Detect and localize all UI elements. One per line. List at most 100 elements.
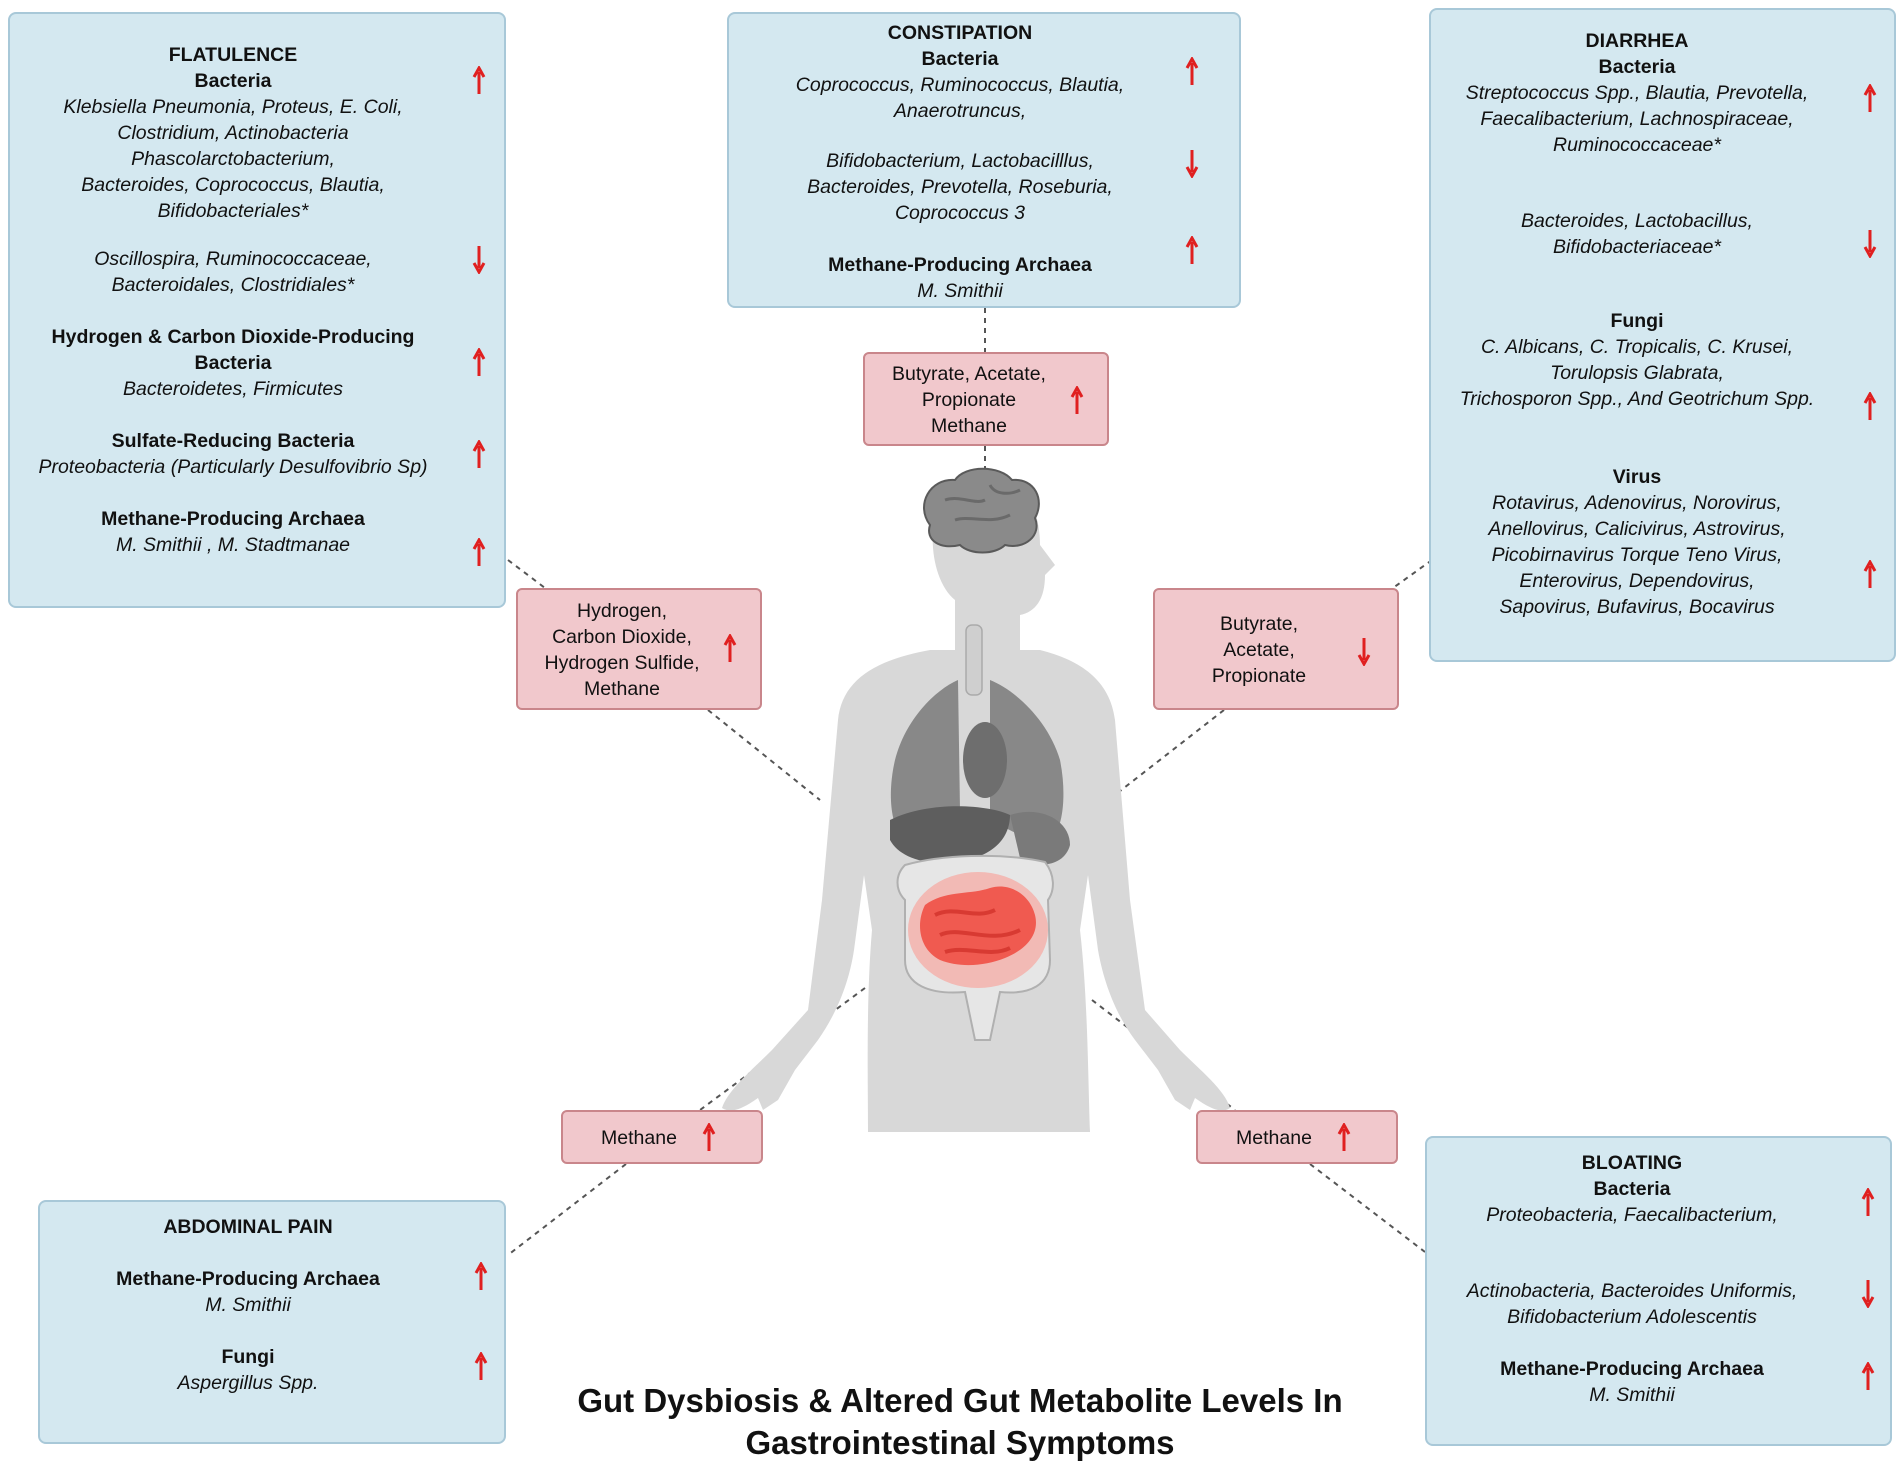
taxa-line: Rotavirus, Adenovirus, Norovirus, — [1492, 492, 1782, 514]
metabolite-line: Methane — [601, 1127, 677, 1149]
metabolite-line: Methane — [1236, 1127, 1312, 1149]
increase-arrow-icon — [1070, 386, 1084, 414]
abdominal-fungi-section: Fungi Aspergillus Spp. — [40, 1344, 456, 1396]
bloating-metabolites-box: Methane — [1196, 1110, 1398, 1164]
abdominal-methane-section: Methane-Producing Archaea M. Smithii — [40, 1266, 456, 1318]
increase-arrow-icon — [723, 634, 737, 662]
flatulence-metabolites-box: Hydrogen, Carbon Dioxide, Hydrogen Sulfi… — [516, 588, 762, 710]
section-title: Methane-Producing Archaea — [828, 254, 1092, 276]
section-title: Fungi — [1610, 310, 1664, 332]
taxa-line: M. Smithii — [917, 280, 1003, 302]
bloating-heading: BLOATING — [1581, 1152, 1683, 1174]
increase-arrow-icon — [472, 440, 486, 468]
decrease-arrow-icon — [1185, 150, 1199, 178]
taxa-line: Picobirnavirus Torque Teno Virus, — [1491, 544, 1783, 566]
taxa-line: Torulopsis Glabrata, — [1550, 362, 1724, 384]
metabolite-line: Methane — [584, 678, 660, 700]
taxa-line: Anellovirus, Calicivirus, Astrovirus, — [1488, 518, 1786, 540]
metabolite-line: Butyrate, — [1219, 613, 1299, 635]
taxa-line: Faecalibacterium, Lachnospiraceae, — [1480, 108, 1794, 130]
increase-arrow-icon — [472, 348, 486, 376]
liver-icon — [890, 806, 1010, 863]
section-title: Methane-Producing Archaea — [1500, 1358, 1764, 1380]
figure-title: Gut Dysbiosis & Altered Gut Metabolite L… — [480, 1380, 1440, 1464]
metabolite-text: Butyrate, Acetate, Propionate — [1161, 611, 1357, 689]
flatulence-sulfate-section: Sulfate-Reducing Bacteria Proteobacteria… — [10, 428, 456, 480]
increase-arrow-icon — [1337, 1123, 1351, 1151]
brain-icon — [923, 467, 1040, 554]
trachea-icon — [965, 624, 983, 696]
section-title: Bacteria — [194, 70, 272, 92]
title-line-2: Gastrointestinal Symptoms — [745, 1424, 1175, 1461]
bloating-bacteria-section: BLOATING Bacteria Proteobacteria, Faecal… — [1427, 1150, 1837, 1228]
decrease-arrow-icon — [1861, 1280, 1875, 1308]
increase-arrow-icon — [1861, 1362, 1875, 1390]
constipation-heading: CONSTIPATION — [887, 22, 1033, 44]
increase-arrow-icon — [472, 538, 486, 566]
taxa-line: Actinobacteria, Bacteroides Uniformis, — [1466, 1280, 1798, 1302]
increase-arrow-icon — [1863, 84, 1877, 112]
lungs-icon — [890, 680, 1064, 838]
diarrhea-heading: DIARRHEA — [1585, 30, 1689, 52]
taxa-line: Proteobacteria (Particularly Desulfovibr… — [38, 456, 428, 478]
bloating-decreased-section: Actinobacteria, Bacteroides Uniformis, B… — [1427, 1278, 1837, 1330]
diarrhea-panel: DIARRHEA Bacteria Streptococcus Spp., Bl… — [1429, 8, 1896, 662]
connector-bloating-bottom — [1309, 1163, 1426, 1253]
taxa-line: Clostridium, Actinobacteria — [117, 122, 349, 144]
increase-arrow-icon — [472, 66, 486, 94]
diarrhea-fungi-section: Fungi C. Albicans, C. Tropicalis, C. Kru… — [1431, 308, 1843, 412]
taxa-line: Bacteroidales, Clostridiales* — [111, 274, 355, 296]
decrease-arrow-icon — [1357, 638, 1371, 666]
connector-diarrhea-top — [1392, 559, 1433, 589]
metabolite-line: Hydrogen, — [577, 600, 667, 622]
connector-flatulence-top — [507, 559, 546, 589]
section-title: Sulfate-Reducing Bacteria — [111, 430, 355, 452]
metabolite-line: Hydrogen Sulfide, — [544, 652, 700, 674]
constipation-metabolites-box: Butyrate, Acetate, Propionate Methane — [863, 352, 1109, 446]
taxa-line: M. Smithii — [1589, 1384, 1675, 1406]
flatulence-bacteria-section: FLATULENCE Bacteria Klebsiella Pneumonia… — [10, 42, 456, 224]
section-title: Bacteria — [1593, 1178, 1671, 1200]
section-title: Fungi — [221, 1346, 275, 1368]
taxa-line: Anaerotruncus, — [893, 100, 1027, 122]
bloating-methane-section: Methane-Producing Archaea M. Smithii — [1427, 1356, 1837, 1408]
increase-arrow-icon — [1185, 236, 1199, 264]
small-intestine-icon — [908, 872, 1048, 988]
constipation-panel: CONSTIPATION Bacteria Coprococcus, Rumin… — [727, 12, 1241, 308]
metabolite-text: Butyrate, Acetate, Propionate Methane — [871, 361, 1067, 439]
taxa-line: Sapovirus, Bufavirus, Bocavirus — [1499, 596, 1775, 618]
metabolite-line: Carbon Dioxide, — [552, 626, 692, 648]
taxa-line: M. Smithii — [205, 1294, 291, 1316]
taxa-line: Oscillospira, Ruminococcaceae, — [94, 248, 372, 270]
taxa-line: Bifidobacterium, Lactobacilllus, — [826, 150, 1094, 172]
abdominal-pain-panel: ABDOMINAL PAIN Methane-Producing Archaea… — [38, 1200, 506, 1444]
title-line-1: Gut Dysbiosis & Altered Gut Metabolite L… — [577, 1382, 1343, 1419]
taxa-line: Phascolarctobacterium, — [131, 148, 335, 170]
taxa-line: Klebsiella Pneumonia, Proteus, E. Coli, — [63, 96, 403, 118]
taxa-line: Coprococcus 3 — [894, 202, 1026, 224]
taxa-line: C. Albicans, C. Tropicalis, C. Krusei, — [1480, 336, 1794, 358]
taxa-line: Bacteroides, Coprococcus, Blautia, — [81, 174, 385, 196]
bloating-panel: BLOATING Bacteria Proteobacteria, Faecal… — [1425, 1136, 1892, 1446]
taxa-line: Bifidobacterium Adolescentis — [1507, 1306, 1757, 1328]
abdominal-pain-metabolites-box: Methane — [561, 1110, 763, 1164]
taxa-line: M. Smithii , M. Stadtmanae — [115, 534, 351, 556]
connector-abdominal-bottom — [507, 1163, 627, 1256]
abdominal-heading-section: ABDOMINAL PAIN — [40, 1214, 456, 1240]
taxa-line: Streptococcus Spp., Blautia, Prevotella, — [1465, 82, 1809, 104]
constipation-decreased-section: Bifidobacterium, Lactobacilllus, Bactero… — [729, 148, 1191, 226]
flatulence-decreased-section: Oscillospira, Ruminococcaceae, Bacteroid… — [10, 246, 456, 298]
increase-arrow-icon — [474, 1352, 488, 1380]
heart-icon — [963, 722, 1007, 798]
metabolite-text: Methane — [569, 1125, 709, 1151]
section-title: Methane-Producing Archaea — [116, 1268, 380, 1290]
constipation-methane-section: Methane-Producing Archaea M. Smithii — [729, 252, 1191, 304]
section-title: Bacteria — [194, 352, 272, 374]
increase-arrow-icon — [702, 1123, 716, 1151]
taxa-line: Coprococcus, Ruminococcus, Blautia, — [795, 74, 1125, 96]
metabolite-line: Propionate — [921, 389, 1017, 411]
taxa-line: Ruminococcaceae* — [1552, 134, 1721, 156]
flatulence-methane-section: Methane-Producing Archaea M. Smithii , M… — [10, 506, 456, 558]
constipation-bacteria-section: CONSTIPATION Bacteria Coprococcus, Rumin… — [729, 20, 1191, 124]
